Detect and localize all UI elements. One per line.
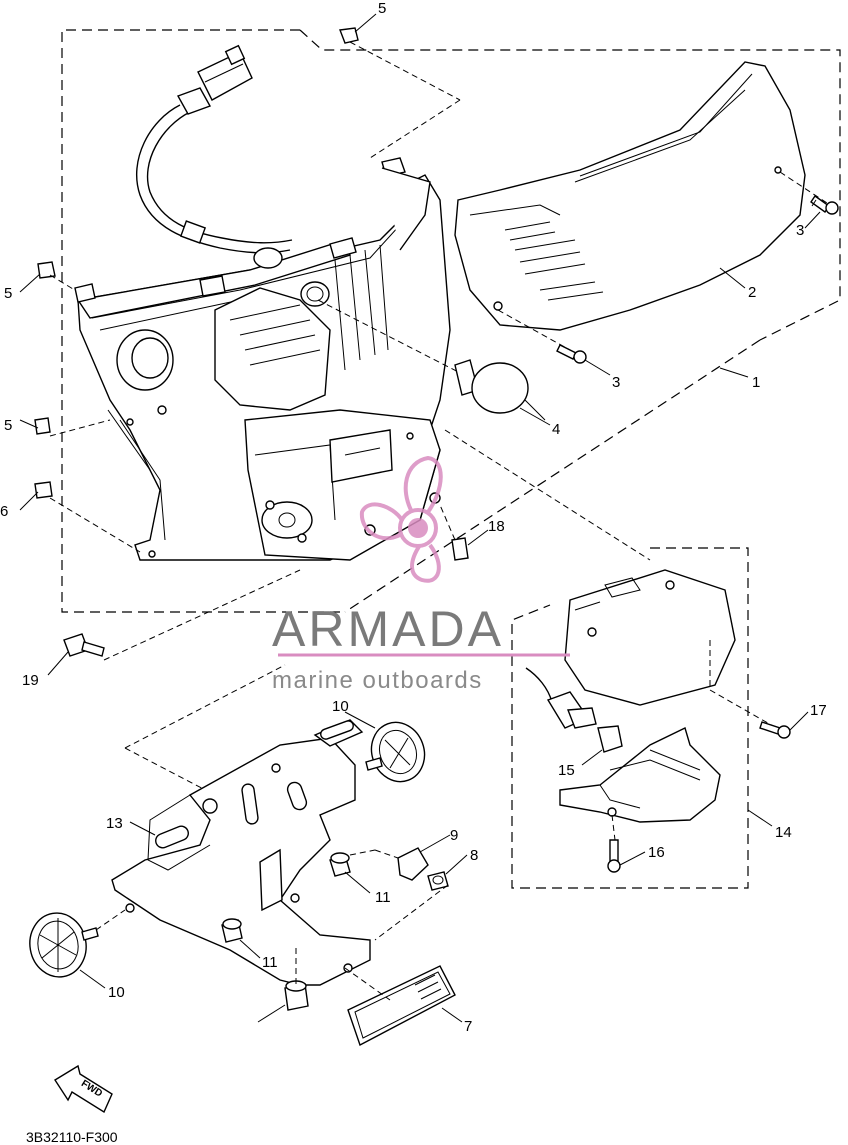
callout-3-upper: 3 [796,222,804,239]
grommet-19 [284,948,309,1011]
reflector-7 [344,965,456,1047]
callout-15: 17 [810,702,827,719]
screw-3-lower [497,309,587,364]
callout-10-lower: 10 [108,984,125,1001]
screw-3-upper [779,171,839,215]
watermark-tagline: marine outboards [272,667,483,694]
nut-16 [439,504,469,561]
callout-13: 15 [558,762,575,779]
reflector-10-upper [365,721,426,783]
reflector-10-lower [29,909,126,978]
callout-16: 18 [488,518,505,535]
grommet-9 [374,847,429,881]
taillight-housing [76,174,451,561]
callout-11-a: 11 [375,889,391,906]
collar-11-b [221,918,243,943]
taillight-lens [454,61,806,331]
socket-bulb-13 [525,667,623,753]
lens-texture [504,221,604,301]
license-bracket-17 [111,664,371,986]
callout-1: 1 [752,374,760,391]
clip-5-left [37,261,96,303]
screw-14 [607,814,621,873]
license-lens [559,727,721,823]
callout-5-mid: 5 [4,417,12,434]
wiring-harness [135,44,293,269]
callout-leaders [19,13,821,1023]
clip-6 [34,481,141,553]
fwd-arrow: FWD [54,1064,113,1114]
callout-5-top: 5 [378,0,386,17]
callout-9: 9 [450,827,458,844]
callout-numbers: 5 5 5 6 3 2 3 1 4 18 19 17 15 14 16 10 1… [0,0,827,1035]
bulb-4 [317,299,546,421]
armada-watermark: ARMADA marine outboards [272,455,570,694]
callout-6: 6 [0,503,8,520]
clip-5-top [339,27,461,251]
callout-11-b: 11 [262,954,278,971]
callout-3-lower: 3 [612,374,620,391]
assembly-boundary-1 [61,29,841,613]
clip-5-mid [34,417,111,437]
armada-logo [359,455,443,583]
callout-17: 13 [106,815,123,832]
callout-7: 7 [464,1018,472,1035]
callout-14: 16 [648,844,665,861]
collar-11-a [329,849,376,877]
callout-18: 19 [22,672,39,689]
screw-18 [63,569,301,661]
diagram-code: 3B32110-F300 [26,1129,118,1145]
callout-4: 4 [552,421,560,438]
callout-10-upper: 10 [332,698,349,715]
screw-15 [759,721,791,739]
callout-2: 2 [748,284,756,301]
callout-8: 8 [470,847,478,864]
watermark-brand: ARMADA [272,601,504,657]
callout-12: 14 [775,824,792,841]
nut-8 [374,871,449,941]
license-light-assembly-12 [444,429,781,889]
callout-5-left: 5 [4,285,12,302]
